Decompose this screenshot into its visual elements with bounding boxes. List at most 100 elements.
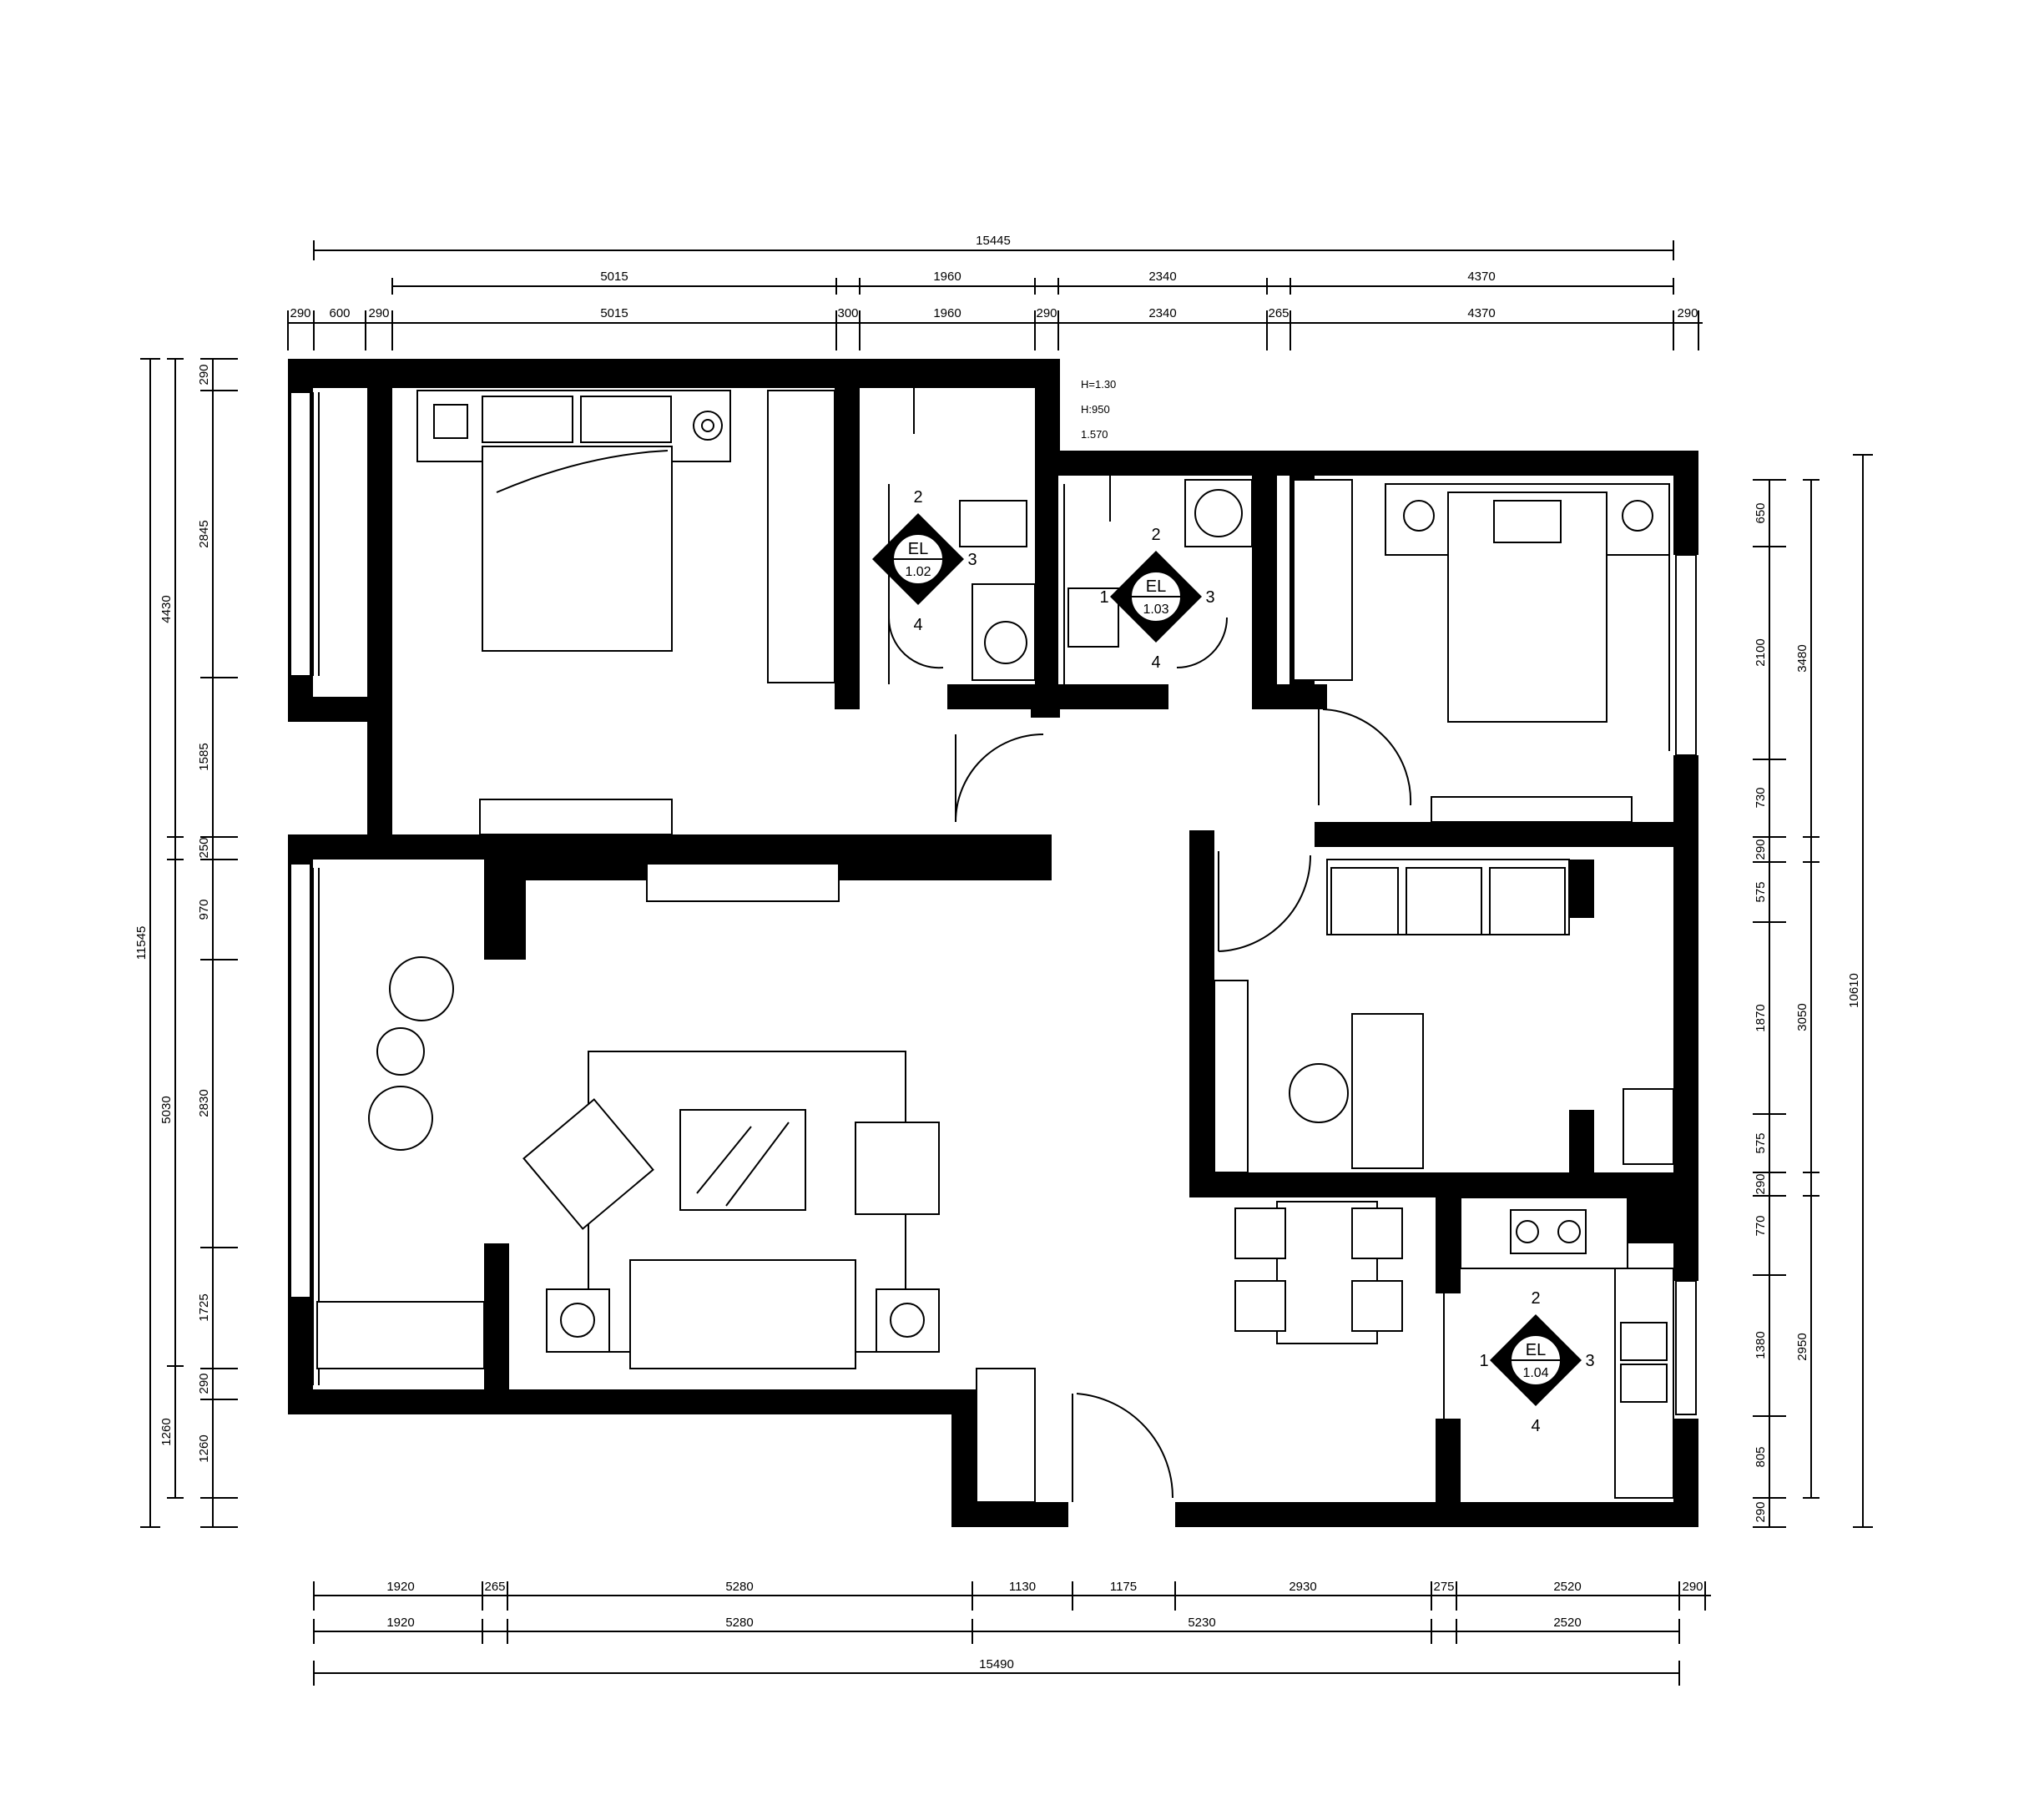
dim-right-inner: 650 xyxy=(1754,502,1768,523)
dim-bottom-row1: 290 xyxy=(1682,1580,1703,1594)
note-text: 1.570 xyxy=(1081,428,1108,441)
elevation-dir: 1 xyxy=(1479,1352,1488,1370)
elevation-dir: 2 xyxy=(1531,1289,1540,1308)
window xyxy=(290,391,311,677)
bathroom-1 xyxy=(888,388,1036,684)
dining-chair xyxy=(1234,1207,1286,1259)
book-slot xyxy=(1406,867,1482,935)
dim-right-total: 10610 xyxy=(1847,973,1861,1008)
dim-top-row1: 4370 xyxy=(1467,306,1495,320)
lamp-icon xyxy=(1403,500,1435,532)
dim-bottom-row2: 5230 xyxy=(1188,1616,1215,1630)
dim-left-inner: 2845 xyxy=(197,520,211,547)
book-slot xyxy=(1489,867,1566,935)
burner-icon xyxy=(1557,1220,1581,1243)
dim-bottom-row1: 1130 xyxy=(1009,1580,1036,1594)
elevation-dir: 4 xyxy=(913,616,922,634)
master-bedroom xyxy=(416,390,835,835)
dim-top-row1: 290 xyxy=(1036,306,1057,320)
pillow xyxy=(1493,500,1562,543)
sink-icon xyxy=(1620,1364,1668,1403)
note-text: H=1.30 xyxy=(1081,378,1116,391)
sofa xyxy=(629,1259,856,1369)
pillow xyxy=(482,396,573,443)
side-table-icon xyxy=(376,1027,425,1076)
dim-left-inner: 1260 xyxy=(197,1434,211,1462)
entrance-door-swing xyxy=(1076,1393,1174,1499)
armchair xyxy=(855,1122,940,1215)
lamp-icon xyxy=(890,1303,925,1338)
glass-line xyxy=(696,1126,752,1194)
dim-right-inner: 575 xyxy=(1754,1132,1768,1153)
sink-icon xyxy=(1620,1322,1668,1361)
wall-niche xyxy=(1214,980,1249,1173)
dim-bottom-row1: 275 xyxy=(1433,1580,1454,1594)
living-room xyxy=(522,863,1036,1503)
kitchen xyxy=(1460,1197,1674,1499)
tv-cabinet xyxy=(479,799,673,835)
elevation-sheet: 1.04 xyxy=(1522,1366,1548,1380)
window xyxy=(1675,1280,1697,1415)
sink-icon xyxy=(984,621,1027,664)
bed xyxy=(482,446,673,652)
book-slot xyxy=(1330,867,1399,935)
dim-bottom-row1: 2520 xyxy=(1553,1580,1581,1594)
elevation-dir: 2 xyxy=(1151,526,1160,544)
window xyxy=(1675,554,1697,756)
dim-right-inner: 730 xyxy=(1754,787,1768,808)
dim-top-row1: 2340 xyxy=(1148,306,1176,320)
wardrobe xyxy=(767,390,835,683)
second-bedroom xyxy=(1293,479,1670,823)
dim-top-row1: 290 xyxy=(368,306,389,320)
dim-top-row1: 1960 xyxy=(933,306,961,320)
dim-top-row2: 2340 xyxy=(1148,270,1176,284)
sink-icon xyxy=(1194,489,1243,537)
dim-bottom-row1: 2930 xyxy=(1289,1580,1316,1594)
elevation-code: EL xyxy=(1526,1341,1546,1359)
dim-right-mid: 3480 xyxy=(1795,644,1809,672)
dim-right-mid: 3050 xyxy=(1795,1003,1809,1031)
dim-left-mid: 4430 xyxy=(159,595,174,623)
dim-right-inner: 290 xyxy=(1754,1173,1768,1194)
dim-left-inner: 1585 xyxy=(197,743,211,770)
dining-chair xyxy=(1351,1280,1403,1332)
wall-outlines xyxy=(312,392,1670,1419)
bed-sheet-line xyxy=(496,450,669,493)
elevation-marker: EL 1.02 2 3 4 xyxy=(872,488,977,634)
dim-bottom-total: 15490 xyxy=(979,1657,1014,1671)
lamp-icon xyxy=(560,1303,595,1338)
dim-top-row1: 265 xyxy=(1268,306,1289,320)
dimension-lines xyxy=(140,240,1873,1686)
lamp-icon xyxy=(701,419,714,432)
dim-right-inner: 2100 xyxy=(1754,638,1768,666)
dim-top-row1: 300 xyxy=(837,306,858,320)
elevation-dir: 2 xyxy=(913,488,922,507)
dim-right-inner: 575 xyxy=(1754,881,1768,902)
burner-icon xyxy=(1516,1220,1539,1243)
desk xyxy=(1351,1013,1424,1169)
elevation-dir: 4 xyxy=(1151,653,1160,672)
dining-chair xyxy=(1351,1207,1403,1259)
elevation-marker: EL 1.04 1 2 3 4 xyxy=(1479,1289,1594,1435)
elevation-dir: 1 xyxy=(1099,588,1108,607)
dim-right-mid: 2950 xyxy=(1795,1333,1809,1360)
study xyxy=(1214,859,1674,1173)
armchair xyxy=(522,1098,654,1230)
note-text: H:950 xyxy=(1081,403,1110,416)
shoe-cabinet xyxy=(976,1368,1036,1503)
toilet-icon xyxy=(959,500,1027,547)
dim-bottom-row1: 5280 xyxy=(725,1580,753,1594)
windows xyxy=(290,391,1697,1415)
elevation-dir: 4 xyxy=(1531,1417,1540,1435)
dim-left-inner: 250 xyxy=(197,837,211,858)
telephone-icon xyxy=(433,404,468,439)
bathroom-2 xyxy=(1063,476,1253,684)
dim-left-inner: 290 xyxy=(197,364,211,385)
door-swing xyxy=(887,617,944,669)
dim-left-mid: 1260 xyxy=(159,1418,174,1445)
dim-top-row1: 290 xyxy=(1677,306,1698,320)
dim-bottom-row1: 1175 xyxy=(1110,1580,1137,1594)
dim-top-total: 15445 xyxy=(976,234,1011,248)
elevation-marker: EL 1.03 1 2 3 4 xyxy=(1099,526,1214,672)
